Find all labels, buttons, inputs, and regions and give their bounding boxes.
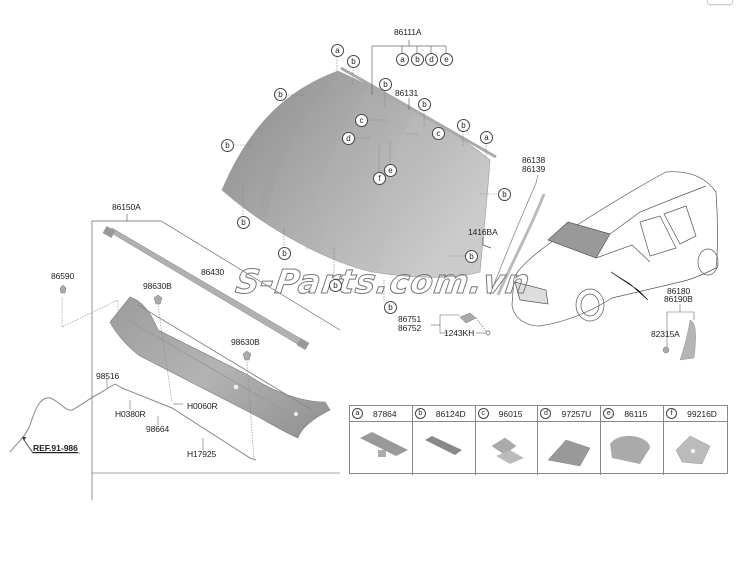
callout-a: a xyxy=(396,53,409,66)
callout-b: b xyxy=(329,279,342,292)
legend-header-a[interactable]: a 87864 xyxy=(350,406,413,422)
part-label-1243KH[interactable]: 1243KH xyxy=(444,328,475,338)
part-label-98630B-left[interactable]: 98630B xyxy=(143,281,172,291)
callout-b: b xyxy=(379,78,392,91)
legend-illustrations xyxy=(360,432,711,467)
part-label-86150A[interactable]: 86150A xyxy=(112,202,141,212)
legend-image-f xyxy=(664,422,727,475)
callout-b: b xyxy=(465,250,478,263)
reference-link-91-986[interactable]: REF.91-986 xyxy=(33,443,78,453)
legend-header-b[interactable]: b 86124D xyxy=(412,406,476,422)
part-label-H0380R[interactable]: H0380R xyxy=(115,409,146,419)
callout-b: b xyxy=(237,216,250,229)
callout-e: e xyxy=(440,53,453,66)
part-label-1416BA[interactable]: 1416BA xyxy=(468,227,498,237)
legend-part-number: 96015 xyxy=(498,408,523,419)
callout-a: a xyxy=(480,131,493,144)
callout-d: d xyxy=(342,132,355,145)
legend-image-b xyxy=(413,422,476,475)
corner-button[interactable] xyxy=(707,0,733,5)
legend-part-number: 99216D xyxy=(687,408,717,419)
part-label-98664[interactable]: 98664 xyxy=(146,424,170,434)
callout-b: b xyxy=(411,53,424,66)
part-label-86180[interactable]: 86180 xyxy=(667,286,691,296)
legend-tag: b xyxy=(414,408,426,419)
part-label-H0060R[interactable]: H0060R xyxy=(187,401,218,411)
part-label-86111A[interactable]: 86111A xyxy=(394,27,422,37)
part-label-82315A[interactable]: 82315A xyxy=(651,329,680,339)
callout-f: f xyxy=(373,172,386,185)
legend-header-f[interactable]: f 99216D xyxy=(664,406,727,422)
callout-a: a xyxy=(331,44,344,57)
legend-tag: f xyxy=(666,408,678,419)
legend-part-number: 87864 xyxy=(373,408,397,419)
part-label-98516[interactable]: 98516 xyxy=(96,371,120,381)
legend-image-c xyxy=(476,422,539,475)
callout-b: b xyxy=(274,88,287,101)
legend-part-number: 86124D xyxy=(435,408,466,419)
watermark: S-Parts.com.vn xyxy=(233,262,534,302)
part-label-86590[interactable]: 86590 xyxy=(51,271,75,281)
cowl-panel xyxy=(109,296,331,439)
legend-header-d[interactable]: d 97257U xyxy=(538,406,602,422)
legend-part-number: 97257U xyxy=(561,408,592,419)
callout-c: c xyxy=(355,114,368,127)
part-label-86138[interactable]: 86138 xyxy=(522,155,546,165)
fastener-legend-table: a 87864 b 86124D c 96015 d 97257U e 86115 f 99… xyxy=(349,405,728,475)
callout-e: e xyxy=(384,164,397,177)
top-molding-strip xyxy=(340,66,497,159)
windshield-glass xyxy=(221,70,491,278)
callout-b: b xyxy=(221,139,234,152)
callout-d: d xyxy=(425,53,438,66)
legend-tag: a xyxy=(352,408,363,419)
legend-part-number: 86115 xyxy=(624,408,648,419)
callout-b: b xyxy=(418,98,431,111)
legend-image-a xyxy=(350,422,413,475)
part-label-86752[interactable]: 86752 xyxy=(398,323,422,333)
legend-image-e xyxy=(601,422,665,475)
legend-header-c[interactable]: c 96015 xyxy=(475,406,539,422)
part-label-86131[interactable]: 86131 xyxy=(395,88,419,98)
callout-c: c xyxy=(432,127,445,140)
callout-b: b xyxy=(498,188,511,201)
callout-b: b xyxy=(457,119,470,132)
legend-tag: e xyxy=(603,408,615,419)
callout-b: b xyxy=(278,247,291,260)
part-label-86751[interactable]: 86751 xyxy=(398,314,422,324)
legend-header-e[interactable]: e 86115 xyxy=(601,406,665,422)
callout-b: b xyxy=(347,55,360,68)
part-label-86430[interactable]: 86430 xyxy=(201,267,225,277)
part-label-86139[interactable]: 86139 xyxy=(522,164,546,174)
legend-image-d xyxy=(538,422,602,475)
part-label-86190B[interactable]: 86190B xyxy=(664,294,693,304)
legend-tag: d xyxy=(540,408,552,419)
callout-b: b xyxy=(384,301,397,314)
part-label-H17925[interactable]: H17925 xyxy=(187,449,217,459)
part-label-98630B-right[interactable]: 98630B xyxy=(231,337,260,347)
vehicle-drawing xyxy=(511,171,719,327)
legend-tag: c xyxy=(477,408,489,419)
